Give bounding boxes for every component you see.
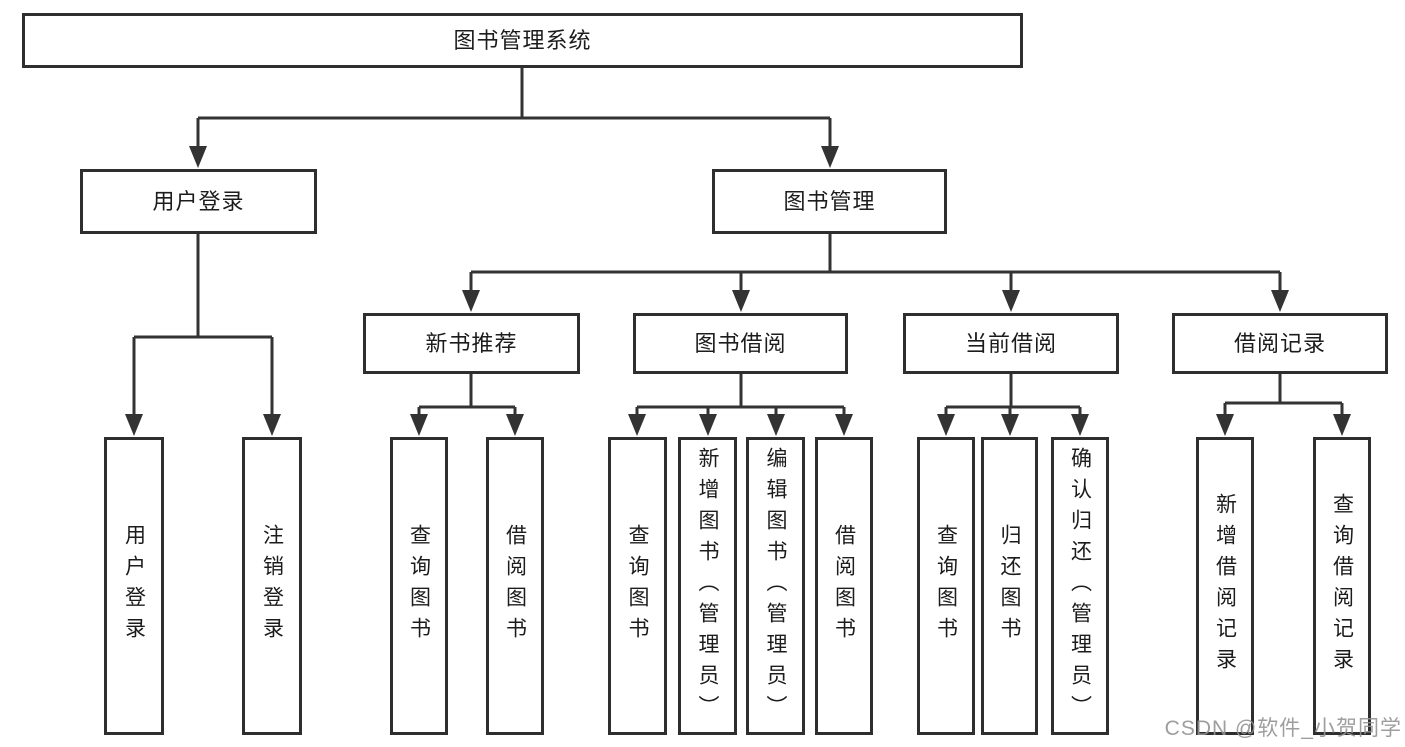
leaf-query-borrow-record: 查询借阅记录 (1313, 437, 1371, 735)
watermark: CSDN @软件_小贺同学 (1164, 717, 1402, 740)
leaf-logout: 注销登录 (242, 437, 302, 735)
connector-records (1223, 374, 1344, 416)
arrowhead (767, 414, 785, 436)
leaf-current-query-books: 查询图书 (917, 437, 975, 735)
leaf-add-borrow-record: 新增借阅记录 (1196, 437, 1254, 735)
arrowhead (937, 414, 955, 436)
node-new-book-recommend: 新书推荐 (363, 313, 580, 374)
leaf-edit-books-admin: 编辑图书（管理员） (746, 437, 805, 735)
leaf-confirm-return-admin: 确认归还（管理员） (1051, 437, 1109, 735)
connector-borrow (635, 374, 846, 416)
arrowhead (1333, 414, 1351, 436)
leaf-return-books: 归还图书 (981, 437, 1038, 735)
arrowhead (410, 414, 428, 436)
node-current-borrow: 当前借阅 (903, 313, 1119, 374)
arrowhead (821, 146, 839, 168)
arrowhead (189, 146, 207, 168)
arrowhead (263, 414, 281, 436)
leaf-borrow-query-books: 查询图书 (608, 437, 667, 735)
arrowhead (1002, 290, 1020, 312)
leaf-user-login: 用户登录 (104, 437, 164, 735)
connector-recommend (417, 374, 517, 416)
arrowhead (835, 414, 853, 436)
arrowhead (1216, 414, 1234, 436)
node-user-login: 用户登录 (80, 169, 317, 234)
connector-book-mgmt (469, 234, 1282, 292)
node-book-mgmt: 图书管理 (712, 169, 947, 234)
leaf-borrow-books: 借阅图书 (815, 437, 873, 735)
node-root: 图书管理系统 (22, 13, 1023, 68)
arrowhead (462, 290, 480, 312)
connector-root (196, 68, 832, 148)
arrowhead (1271, 290, 1289, 312)
arrowhead (1001, 414, 1019, 436)
leaf-recommend-query-books: 查询图书 (390, 437, 448, 735)
connector-current (944, 374, 1082, 416)
leaf-recommend-borrow-books: 借阅图书 (486, 437, 544, 735)
connector-user-login (132, 234, 274, 416)
arrowhead (628, 414, 646, 436)
arrowhead (732, 290, 750, 312)
arrowhead (1071, 414, 1089, 436)
node-book-borrow: 图书借阅 (633, 313, 848, 374)
arrowhead (125, 414, 143, 436)
arrowhead (506, 414, 524, 436)
arrowhead (699, 414, 717, 436)
leaf-add-books-admin: 新增图书（管理员） (678, 437, 737, 735)
node-borrow-records: 借阅记录 (1172, 313, 1388, 374)
